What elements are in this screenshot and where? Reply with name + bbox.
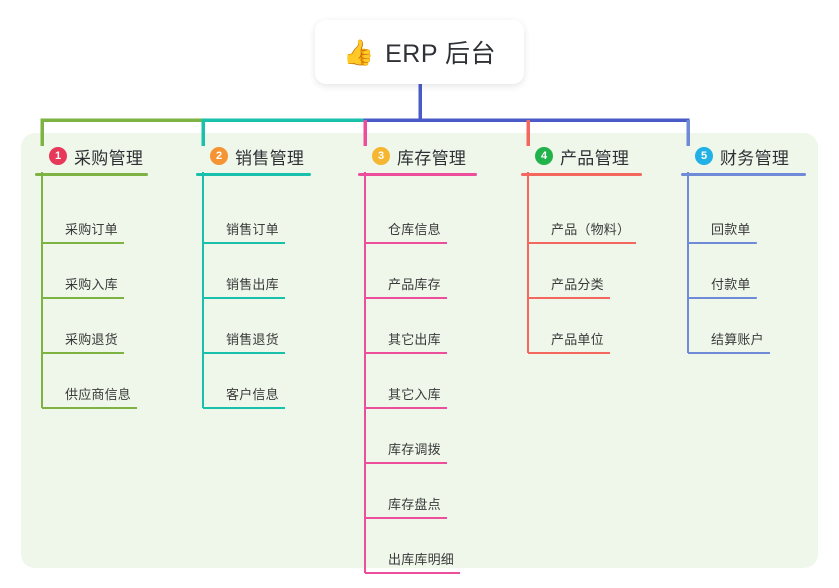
leaf-node[interactable]: 客户信息 xyxy=(218,384,285,409)
leaf-underline xyxy=(703,352,770,354)
leaf-node[interactable]: 出库库明细 xyxy=(380,549,461,574)
leaf-label: 结算账户 xyxy=(711,332,764,347)
leaf-node[interactable]: 产品单位 xyxy=(543,329,610,354)
leaf-node[interactable]: 产品库存 xyxy=(380,274,447,299)
leaf-label: 库存调拨 xyxy=(388,442,441,457)
leaf-label: 库存盘点 xyxy=(388,497,441,512)
leaf-underline xyxy=(380,517,447,519)
branch-leaf-list-4: 产品（物料） 产品分类产品单位 xyxy=(521,176,702,354)
leaf-node[interactable]: 销售出库 xyxy=(218,274,285,299)
leaf-node[interactable]: 产品分类 xyxy=(543,274,610,299)
branch-column-3: 3 库存管理仓库信息产品库存其它出库其它入库库存调拨库存盘点出库库明细 xyxy=(358,143,537,574)
branch-column-2: 2 销售管理销售订单销售出库销售退货客户信息 xyxy=(196,143,371,409)
leaf-underline xyxy=(543,242,637,244)
leaf-label: 回款单 xyxy=(711,222,751,237)
leaf-node[interactable]: 其它入库 xyxy=(380,384,447,409)
leaf-label: 客户信息 xyxy=(226,387,279,402)
branch-number-badge-5: 5 xyxy=(695,147,713,165)
leaf-label: 采购订单 xyxy=(65,222,118,237)
branch-number-badge-4: 4 xyxy=(535,147,553,165)
leaf-underline xyxy=(218,242,285,244)
leaf-label: 其它入库 xyxy=(388,387,441,402)
branch-leaf-list-2: 销售订单销售出库销售退货客户信息 xyxy=(196,176,371,409)
leaf-node[interactable]: 仓库信息 xyxy=(380,219,447,244)
leaf-underline xyxy=(57,297,124,299)
leaf-label: 采购退货 xyxy=(65,332,118,347)
leaf-underline xyxy=(380,572,461,574)
branch-underline-3 xyxy=(358,173,477,176)
leaf-label: 产品（物料） xyxy=(551,222,631,237)
branch-underline-1 xyxy=(35,173,148,176)
branch-header-3[interactable]: 3 库存管理 xyxy=(358,143,537,169)
leaf-label: 付款单 xyxy=(711,277,751,292)
leaf-underline xyxy=(543,297,610,299)
branch-title-2: 销售管理 xyxy=(235,148,305,168)
leaf-node[interactable]: 其它出库 xyxy=(380,329,447,354)
branch-header-4[interactable]: 4 产品管理 xyxy=(521,143,702,169)
leaf-label: 销售订单 xyxy=(226,222,279,237)
branch-header-5[interactable]: 5 财务管理 xyxy=(681,143,839,169)
leaf-underline xyxy=(218,297,285,299)
leaf-node[interactable]: 库存调拨 xyxy=(380,439,447,464)
branch-underline-4 xyxy=(521,173,642,176)
leaf-label: 仓库信息 xyxy=(388,222,441,237)
branch-column-1: 1 采购管理采购订单采购入库采购退货供应商信息 xyxy=(35,143,208,409)
leaf-underline xyxy=(57,352,124,354)
leaf-label: 供应商信息 xyxy=(65,387,132,402)
branch-title-1: 采购管理 xyxy=(74,148,144,168)
leaf-node[interactable]: 采购退货 xyxy=(57,329,124,354)
leaf-node[interactable]: 采购订单 xyxy=(57,219,124,244)
leaf-underline xyxy=(380,242,447,244)
leaf-underline xyxy=(380,297,447,299)
leaf-label: 销售出库 xyxy=(226,277,279,292)
branch-title-4: 产品管理 xyxy=(560,148,630,168)
leaf-label: 销售退货 xyxy=(226,332,279,347)
branch-header-2[interactable]: 2 销售管理 xyxy=(196,143,371,169)
leaf-node[interactable]: 销售订单 xyxy=(218,219,285,244)
leaf-underline xyxy=(380,352,447,354)
leaf-label: 其它出库 xyxy=(388,332,441,347)
leaf-node[interactable]: 供应商信息 xyxy=(57,384,138,409)
leaf-label: 出库库明细 xyxy=(388,552,455,567)
branch-leaf-list-3: 仓库信息产品库存其它出库其它入库库存调拨库存盘点出库库明细 xyxy=(358,176,537,574)
diagram-background-panel xyxy=(21,133,818,568)
branch-header-1[interactable]: 1 采购管理 xyxy=(35,143,208,169)
page-title: ERP 后台 xyxy=(385,40,497,68)
leaf-node[interactable]: 采购入库 xyxy=(57,274,124,299)
leaf-node[interactable]: 结算账户 xyxy=(703,329,770,354)
leaf-underline xyxy=(380,462,447,464)
leaf-underline xyxy=(703,297,757,299)
leaf-node[interactable]: 销售退货 xyxy=(218,329,285,354)
leaf-label: 采购入库 xyxy=(65,277,118,292)
root-node-card[interactable]: 👍 ERP 后台 xyxy=(315,20,524,84)
leaf-underline xyxy=(218,352,285,354)
thumbs-up-icon: 👍 xyxy=(342,37,375,67)
branch-title-5: 财务管理 xyxy=(720,148,790,168)
leaf-node[interactable]: 产品（物料） xyxy=(543,219,637,244)
leaf-node[interactable]: 付款单 xyxy=(703,274,757,299)
branch-title-3: 库存管理 xyxy=(397,148,467,168)
branch-number-badge-1: 1 xyxy=(49,147,67,165)
leaf-underline xyxy=(57,242,124,244)
leaf-underline xyxy=(703,242,757,244)
branch-number-badge-3: 3 xyxy=(372,147,390,165)
branch-underline-2 xyxy=(196,173,311,176)
branch-leaf-list-1: 采购订单采购入库采购退货供应商信息 xyxy=(35,176,208,409)
branch-column-4: 4 产品管理产品（物料） 产品分类产品单位 xyxy=(521,143,702,354)
branch-number-badge-2: 2 xyxy=(210,147,228,165)
branch-underline-5 xyxy=(681,173,806,176)
leaf-label: 产品库存 xyxy=(388,277,441,292)
leaf-label: 产品单位 xyxy=(551,332,604,347)
leaf-node[interactable]: 回款单 xyxy=(703,219,757,244)
leaf-underline xyxy=(57,407,138,409)
leaf-underline xyxy=(543,352,610,354)
leaf-underline xyxy=(380,407,447,409)
leaf-node[interactable]: 库存盘点 xyxy=(380,494,447,519)
leaf-underline xyxy=(218,407,285,409)
leaf-label: 产品分类 xyxy=(551,277,604,292)
branch-leaf-list-5: 回款单付款单结算账户 xyxy=(681,176,839,354)
branch-column-5: 5 财务管理回款单付款单结算账户 xyxy=(681,143,839,354)
